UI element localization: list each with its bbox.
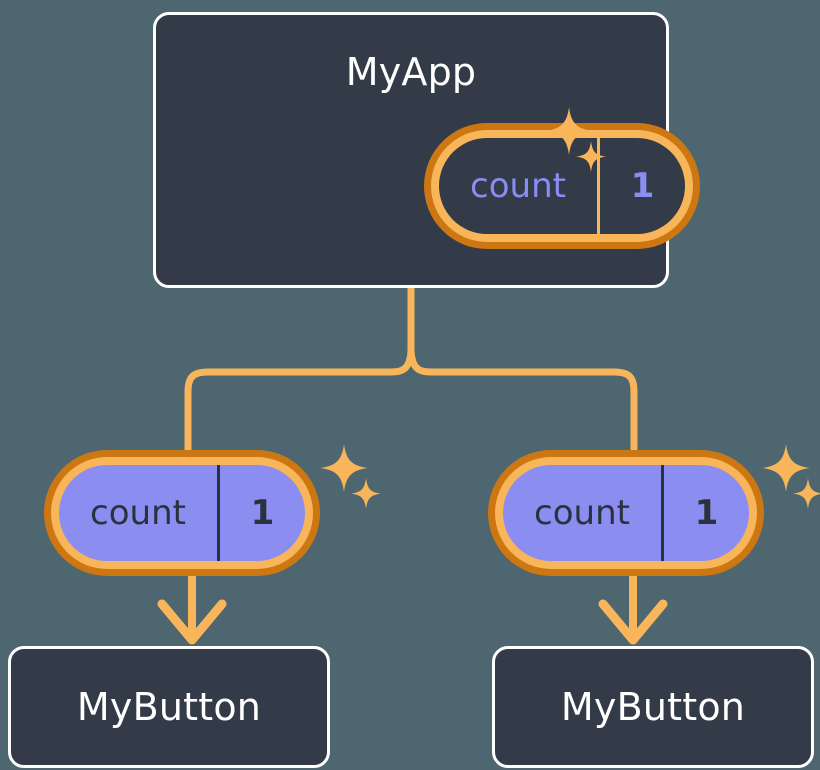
state-key-label: count [534, 493, 630, 533]
sparkle-icon [760, 444, 820, 514]
component-box-mybutton-left[interactable]: MyButton [8, 646, 330, 768]
state-pill-outer-ring: count 1 [488, 450, 764, 576]
state-pill-inner-ring: count 1 [431, 130, 693, 242]
state-key-label: count [90, 493, 186, 533]
state-value-label: 1 [630, 166, 655, 206]
state-key-label: count [470, 166, 566, 206]
component-box-myapp[interactable]: MyApp count 1 [153, 12, 700, 288]
state-pill-left-count[interactable]: count 1 [44, 450, 320, 576]
state-pill-inner-ring: count 1 [495, 457, 757, 569]
state-value-label: 1 [694, 493, 719, 533]
state-value-label: 1 [250, 493, 275, 533]
tree-branch-connector [184, 284, 638, 466]
state-pill-outer-ring: count 1 [44, 450, 320, 576]
state-pill-myapp-count[interactable]: count 1 [424, 123, 700, 249]
state-pill-divider [597, 138, 600, 234]
component-label-myapp: MyApp [345, 50, 477, 94]
component-box-mybutton-right[interactable]: MyButton [492, 646, 814, 768]
component-label-mybutton-left: MyButton [76, 685, 262, 729]
state-pill-body: count 1 [439, 138, 685, 234]
state-pill-body: count 1 [59, 465, 305, 561]
state-pill-body: count 1 [503, 465, 749, 561]
sparkle-icon [318, 444, 382, 514]
state-pill-divider [217, 465, 220, 561]
state-pill-inner-ring: count 1 [51, 457, 313, 569]
arrow-right-state-to-button [598, 568, 668, 645]
state-pill-divider [661, 465, 664, 561]
arrow-left-state-to-button [157, 568, 227, 645]
component-label-mybutton-right: MyButton [560, 685, 746, 729]
state-pill-outer-ring: count 1 [424, 123, 700, 249]
state-pill-right-count[interactable]: count 1 [488, 450, 764, 576]
